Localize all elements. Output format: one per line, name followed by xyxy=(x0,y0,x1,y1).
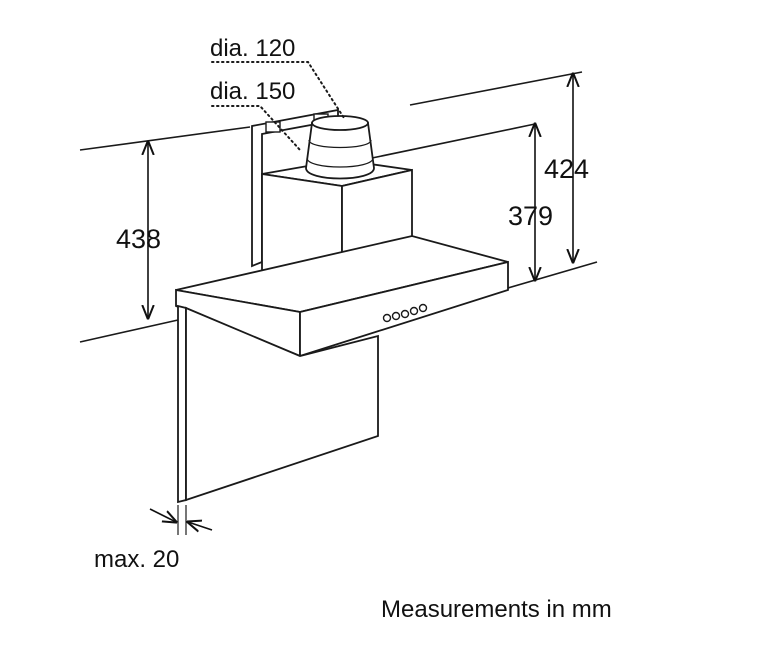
back-panel-face xyxy=(185,306,379,502)
label-max-20: max. 20 xyxy=(94,546,179,573)
control-buttons xyxy=(382,303,428,323)
label-dia-150: dia. 150 xyxy=(210,78,295,105)
back-panel xyxy=(177,304,187,504)
wall-bracket-plate xyxy=(251,108,339,268)
label-dia-120: dia. 120 xyxy=(210,35,295,62)
diameter-leaders xyxy=(211,61,345,151)
label-379: 379 xyxy=(508,201,553,231)
hood-canopy xyxy=(175,235,509,358)
label-424: 424 xyxy=(544,154,589,184)
wall-lines xyxy=(79,71,598,343)
duct-spigot xyxy=(305,115,375,180)
label-438: 438 xyxy=(116,224,161,254)
max-20-dimension xyxy=(149,505,213,535)
label-units: Measurements in mm xyxy=(381,596,612,623)
